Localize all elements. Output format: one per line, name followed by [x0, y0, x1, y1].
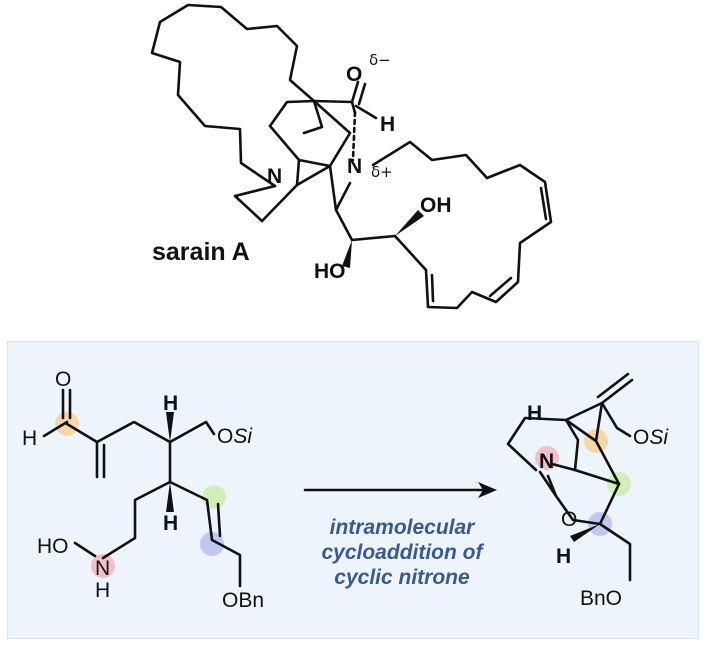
product-atom-n: N	[539, 450, 554, 473]
wedge-oh-top	[395, 210, 424, 236]
cage-bonds-1	[233, 184, 277, 223]
reactant-backbone-3	[101, 480, 172, 560]
alkene-2-inner	[488, 276, 513, 298]
product-bonds-5	[600, 401, 632, 438]
right-macrocycle-chain	[371, 140, 553, 310]
reactant-atom-o: O	[55, 368, 71, 391]
caption-line-2: cycloaddition of	[321, 541, 484, 564]
highlight-blue-reactant	[200, 532, 224, 556]
alkene-1-inner	[539, 186, 548, 221]
diol-chain	[334, 208, 428, 272]
carbonyl-bond-a	[350, 80, 360, 104]
highlight-pink-reactant	[91, 554, 115, 578]
aldehyde-ch-bond	[354, 104, 378, 120]
delta-minus-label: δ−	[369, 51, 391, 69]
sarain-a-structure: N N O H OH HO δ− δ+ sarain A	[150, 3, 553, 310]
reactant-atom-h-aldehyde: H	[22, 427, 37, 450]
atom-n-left: N	[267, 165, 282, 188]
product-bonds-2	[550, 418, 580, 472]
wedge-ho-left	[342, 240, 352, 268]
reactant-atom-h-bottom: H	[163, 512, 178, 535]
product-bonds-3	[564, 401, 604, 443]
reactant-atom-ho: HO	[37, 535, 69, 558]
product-atom-h-bottom: H	[556, 545, 571, 568]
cage-bonds-5	[297, 158, 352, 212]
reactant-alkene-arm	[168, 480, 242, 588]
reaction-arrow-head	[478, 482, 497, 498]
product-ring-bond	[546, 474, 558, 498]
reactant-atom-h-top: H	[163, 392, 178, 415]
product-methylene-b	[596, 372, 630, 399]
reaction-arrow-group: intramolecular cycloaddition of cyclic n…	[303, 482, 497, 589]
product-atom-bno: BnO	[580, 587, 622, 610]
reactant-structure: O H H H OSi HO N H OBn	[22, 368, 264, 612]
product-atom-o-ring: O	[561, 508, 577, 531]
reactant-atom-nh: H	[95, 579, 110, 602]
alkene-3-inner	[430, 273, 435, 303]
atom-oh-top: OH	[420, 194, 452, 217]
caption-line-3: cyclic nitrone	[334, 566, 470, 589]
reactant-alkene-inner	[216, 502, 222, 538]
carbonyl-bond-b	[357, 82, 367, 106]
atom-ho-left: HO	[314, 260, 346, 283]
product-methylene-a	[600, 378, 634, 405]
reactant-atom-osi: OSi	[217, 425, 253, 448]
product-atom-h-top: H	[527, 402, 542, 425]
product-wedge-h	[570, 524, 600, 542]
reactant-wedge-h-top	[166, 412, 174, 442]
product-bonds-4	[573, 468, 621, 486]
reactant-atom-n: N	[95, 557, 110, 580]
delta-plus-label: δ+	[371, 163, 393, 181]
product-bonds-1	[506, 416, 621, 526]
atom-h-aldehyde: H	[380, 113, 395, 136]
reactant-nc	[73, 541, 97, 558]
caption-line-1: intramolecular	[330, 516, 477, 539]
atom-o-carbonyl: O	[346, 63, 362, 86]
dashed-interaction	[351, 110, 357, 162]
product-bno-arm	[598, 522, 632, 582]
product-structure: H N O H OSi BnO	[506, 372, 669, 610]
macrocycle-left-bonds	[150, 3, 316, 188]
reactant-atom-obn: OBn	[222, 589, 264, 612]
cage-bonds-4	[302, 99, 324, 135]
atom-n-right: N	[347, 155, 362, 178]
product-atom-osi: OSi	[633, 426, 669, 449]
reactant-backbone-1	[65, 420, 216, 444]
compound-name-sarain-a: sarain A	[152, 238, 250, 266]
reactant-ch	[42, 420, 69, 438]
reactant-wedge-h-bottom	[166, 482, 174, 512]
highlight-green-reactant	[202, 485, 226, 509]
